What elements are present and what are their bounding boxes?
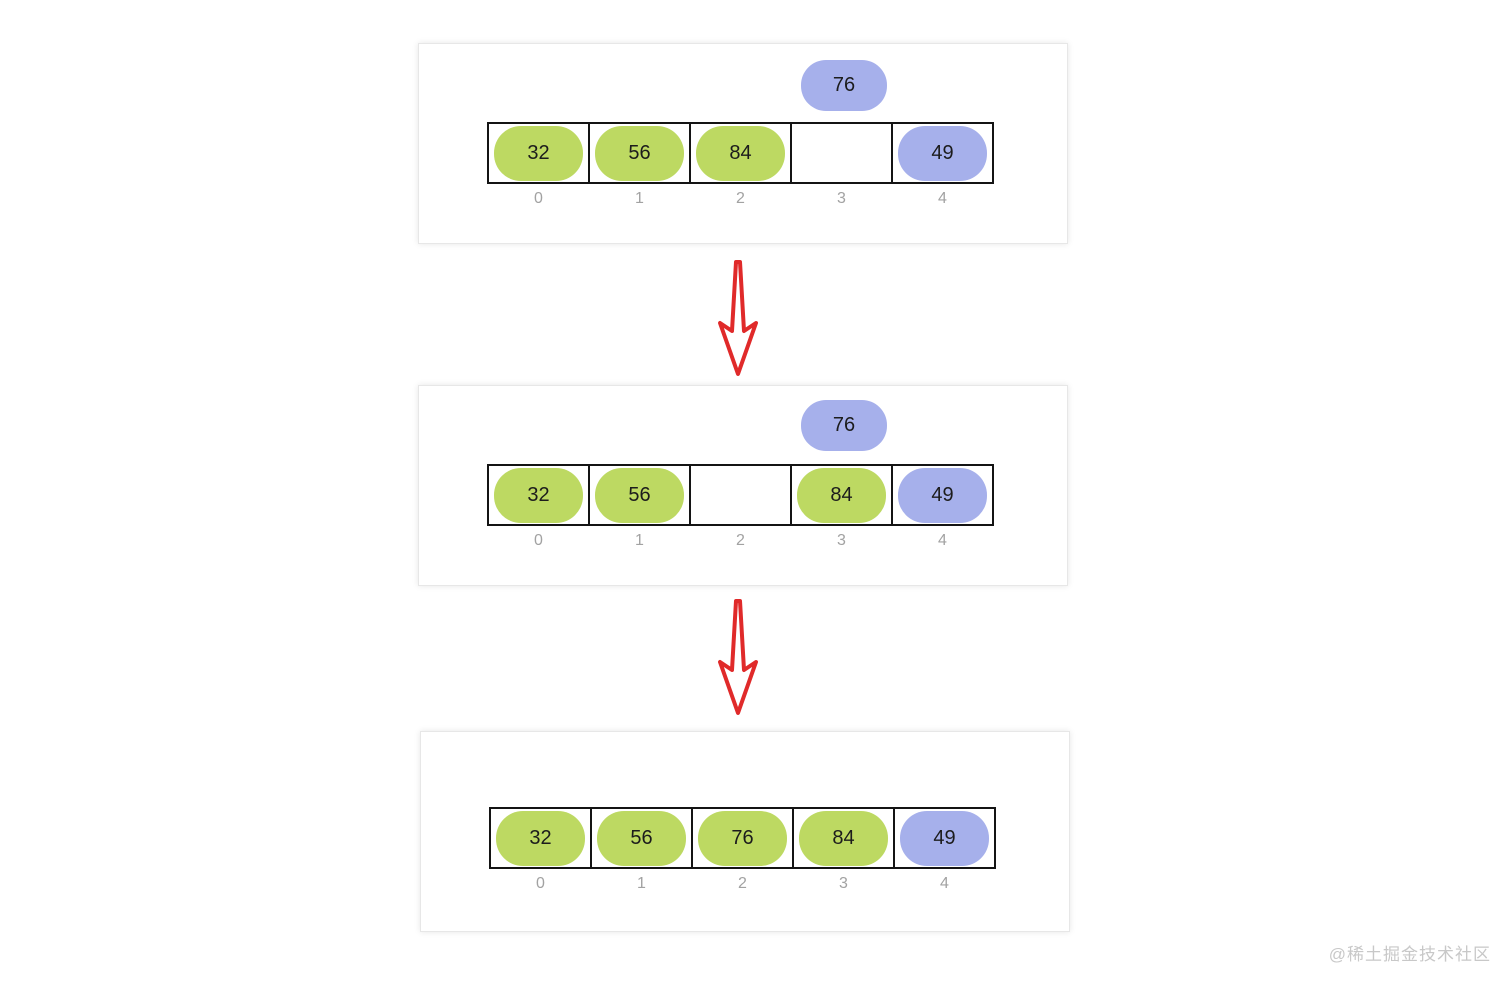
down-arrow-icon <box>718 599 758 715</box>
index-row: 0 1 2 3 4 <box>487 532 994 550</box>
cell-value: 84 <box>832 826 855 849</box>
index-label: 0 <box>534 190 543 207</box>
down-arrow-path <box>718 260 758 376</box>
array-table: 32 56 84 49 <box>487 122 994 184</box>
cell-value: 84 <box>830 483 853 506</box>
array-cell: 56 <box>590 807 693 869</box>
array-cell: 56 <box>588 122 691 184</box>
array-cell: 56 <box>588 464 691 526</box>
array-table: 32 56 84 49 <box>487 464 994 526</box>
cell-value: 32 <box>527 483 550 506</box>
cell-value: 56 <box>628 141 651 164</box>
value-pill: 49 <box>898 467 987 523</box>
value-pill: 56 <box>597 810 686 866</box>
value-pill: 84 <box>696 125 785 181</box>
value-pill: 56 <box>595 467 684 523</box>
cell-value: 49 <box>931 483 954 506</box>
value-pill: 32 <box>496 810 585 866</box>
value-pill: 56 <box>595 125 684 181</box>
sort-step-panel-1: 76 32 56 84 49 0 1 2 3 4 <box>418 43 1068 244</box>
array-cell: 84 <box>792 807 895 869</box>
index-label: 1 <box>635 532 644 549</box>
value-pill: 76 <box>698 810 787 866</box>
array-cell: 84 <box>790 464 893 526</box>
index-label: 4 <box>940 875 949 892</box>
value-pill: 84 <box>799 810 888 866</box>
array-cell: 32 <box>489 807 592 869</box>
array-cell-empty <box>689 464 792 526</box>
array-cell: 49 <box>893 807 996 869</box>
down-arrow-icon <box>718 260 758 376</box>
value-pill: 32 <box>494 125 583 181</box>
value-pill: 84 <box>797 467 886 523</box>
array-cell: 84 <box>689 122 792 184</box>
index-label: 0 <box>536 875 545 892</box>
value-pill: 49 <box>900 810 989 866</box>
index-row: 0 1 2 3 4 <box>489 875 996 893</box>
array-cell: 32 <box>487 122 590 184</box>
index-row: 0 1 2 3 4 <box>487 190 994 208</box>
array-cell: 32 <box>487 464 590 526</box>
index-label: 2 <box>738 875 747 892</box>
cell-value: 76 <box>731 826 754 849</box>
value-pill: 32 <box>494 467 583 523</box>
cell-value: 49 <box>933 826 956 849</box>
cell-value: 32 <box>527 141 550 164</box>
value-pill: 49 <box>898 125 987 181</box>
cell-value: 56 <box>630 826 653 849</box>
index-label: 0 <box>534 532 543 549</box>
watermark: @稀土掘金技术社区 <box>1328 945 1491 964</box>
index-label: 4 <box>938 532 947 549</box>
floating-value: 76 <box>832 414 856 436</box>
array-table: 32 56 76 84 49 <box>489 807 996 869</box>
floating-value-pill: 76 <box>801 400 887 451</box>
array-cell: 49 <box>891 122 994 184</box>
down-arrow-path <box>718 599 758 715</box>
cell-value: 84 <box>729 141 752 164</box>
index-label: 3 <box>839 875 848 892</box>
index-label: 1 <box>637 875 646 892</box>
index-label: 2 <box>736 532 745 549</box>
index-label: 2 <box>736 190 745 207</box>
index-label: 1 <box>635 190 644 207</box>
index-label: 3 <box>837 190 846 207</box>
floating-value: 76 <box>832 74 856 96</box>
array-cell: 49 <box>891 464 994 526</box>
sort-step-panel-2: 76 32 56 84 49 0 1 2 3 4 <box>418 385 1068 586</box>
index-label: 3 <box>837 532 846 549</box>
sort-step-panel-3: 32 56 76 84 49 0 1 2 3 4 <box>420 731 1070 932</box>
array-cell-empty <box>790 122 893 184</box>
cell-value: 32 <box>529 826 552 849</box>
index-label: 4 <box>938 190 947 207</box>
floating-value-pill: 76 <box>801 60 887 111</box>
cell-value: 56 <box>628 483 651 506</box>
cell-value: 49 <box>931 141 954 164</box>
array-cell: 76 <box>691 807 794 869</box>
